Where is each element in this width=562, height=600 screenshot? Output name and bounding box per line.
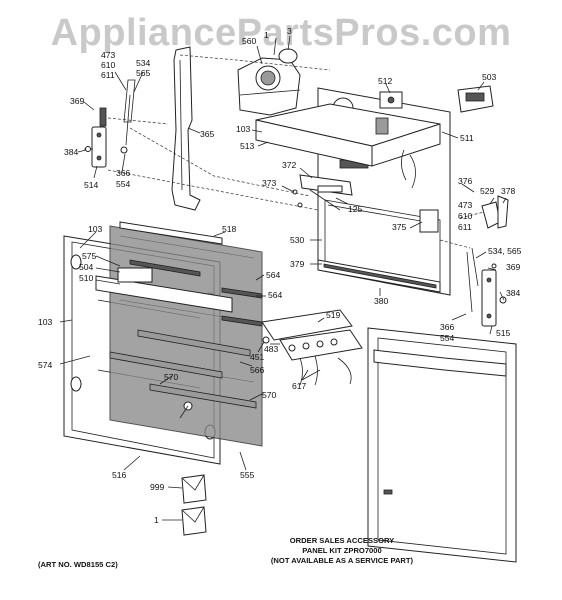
side-trim [171,46,201,211]
label-379: 379 [290,259,305,269]
label-365: 365 [200,129,215,139]
control-board [261,309,363,386]
art-number: (ART NO. WD8155 C2) [38,560,118,569]
strip-564-b [221,315,263,327]
watermark: AppliancePartsPros.com [50,12,512,54]
label-366a: 366 [116,168,131,178]
label-564b: 564 [268,290,283,300]
top-trim [119,221,223,245]
note-line-2: PANEL KIT ZPRO7000 [302,546,381,555]
label-554b: 554 [440,333,455,343]
label-554a: 554 [116,179,131,189]
label-999: 999 [150,482,165,492]
label-369a: 369 [70,96,85,106]
label-511: 511 [460,133,474,143]
label-375: 375 [392,222,407,232]
label-555: 555 [240,470,255,480]
dashed-guides [107,54,485,249]
label-510: 510 [79,273,94,283]
label-1: 1 [264,30,269,40]
door-frame [95,259,233,313]
label-611b: 611 [458,222,472,232]
label-530: 530 [290,235,305,245]
label-372: 372 [282,160,297,170]
label-611a: 611 [101,70,115,80]
label-534a: 534 [136,58,151,68]
label-518: 518 [222,224,237,234]
label-380: 380 [374,296,389,306]
label-513: 513 [240,141,255,151]
label-3: 3 [287,26,292,36]
label-534b: 534, 565 [488,246,522,256]
label-376: 376 [458,176,473,186]
part-labels: 473 610 611 534 565 560 1 3 512 503 369 … [38,26,522,525]
door-channels [109,329,257,419]
label-366b: 366 [440,322,455,332]
label-103a: 103 [236,124,251,134]
label-512: 512 [378,76,393,86]
label-566: 566 [250,365,265,375]
label-369b: 369 [506,262,521,272]
hinge-spring-left [120,79,136,154]
label-1b: 1 [154,515,159,525]
label-373: 373 [262,178,277,188]
label-565a: 565 [136,68,151,78]
note-line-3: (NOT AVAILABLE AS A SERVICE PART) [271,556,414,565]
label-610a: 610 [101,60,116,70]
detergent-dispenser [379,91,403,109]
accessory-door-panel [367,327,517,563]
label-529: 529 [480,186,495,196]
label-564a: 564 [266,270,281,280]
strip-564-a [221,287,263,299]
insulation-blanket [109,225,263,447]
label-504: 504 [79,262,94,272]
label-103b: 103 [88,224,103,234]
hinge-bracket-right [466,195,509,327]
vent-blower [237,48,301,116]
label-483: 483 [264,344,279,354]
label-103c: 103 [38,317,53,327]
label-574: 574 [38,360,53,370]
literature-envelopes [181,474,207,536]
label-570a: 570 [164,372,179,382]
label-617: 617 [292,381,307,391]
label-384b: 384 [506,288,521,298]
label-570b: 570 [262,390,277,400]
label-503: 503 [482,72,497,82]
label-125: 125 [348,204,363,214]
label-451: 451 [250,352,265,362]
label-519: 519 [326,310,341,320]
label-575: 575 [82,251,97,261]
label-514: 514 [84,180,99,190]
label-378: 378 [501,186,516,196]
label-610b: 610 [458,211,473,221]
control-panel-frame [255,103,441,167]
label-560: 560 [242,36,257,46]
accessory-note: ORDER SALES ACCESSORY PANEL KIT ZPRO7000… [271,536,414,565]
label-515: 515 [496,328,511,338]
label-473b: 473 [458,200,473,210]
note-line-1: ORDER SALES ACCESSORY [290,536,395,545]
rinse-bracket [292,174,353,211]
label-516: 516 [112,470,127,480]
label-384a: 384 [64,147,79,157]
hinge-bracket-left [84,107,107,168]
door-latch [457,85,494,113]
label-473a: 473 [101,50,116,60]
toe-kick-strip [317,259,441,293]
leader-lines [59,35,507,521]
